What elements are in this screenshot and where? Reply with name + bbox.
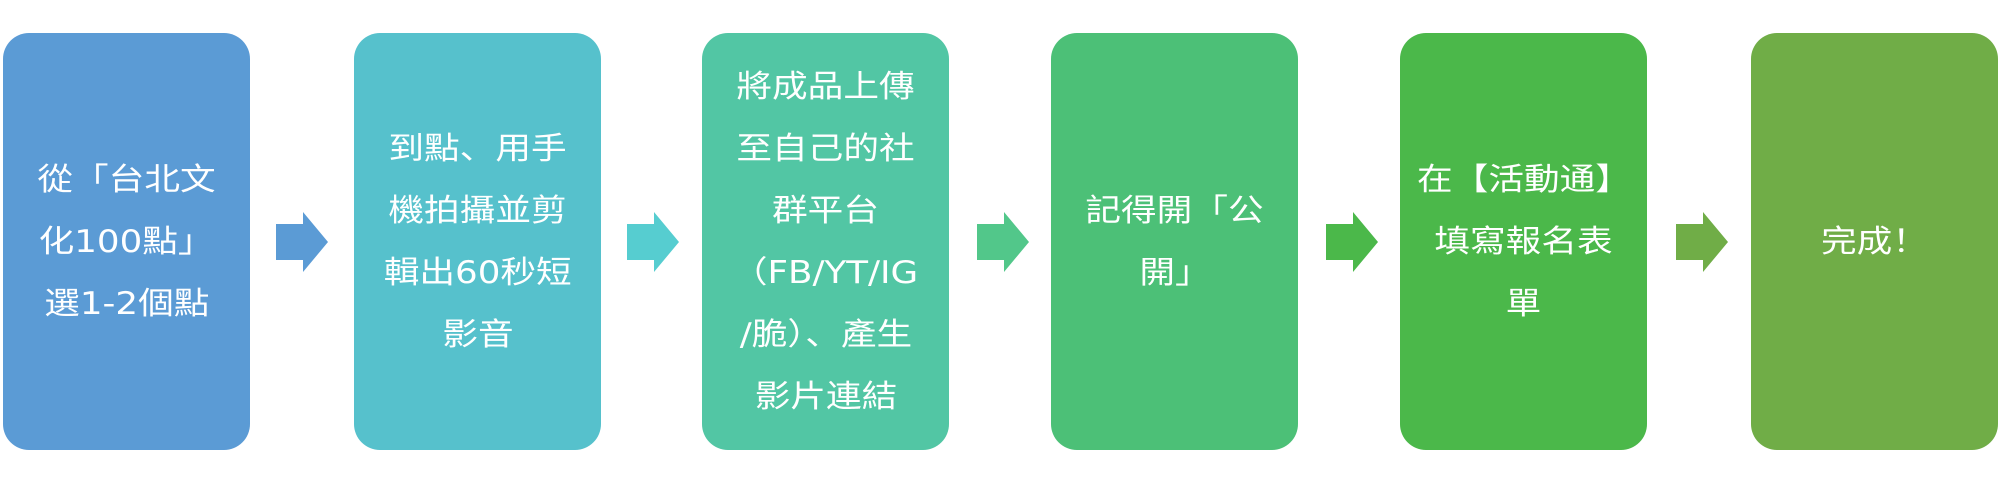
arrow-right-icon	[977, 212, 1029, 272]
step-text-line: 輯出60秒短	[383, 254, 572, 291]
step-text-line: 影音	[441, 316, 514, 353]
step-text-line: 將成品上傳	[736, 68, 915, 105]
step-text-line: 化100點」	[38, 223, 214, 260]
arrow-right-icon	[1676, 212, 1728, 272]
step-text-line: /脆）、產生	[739, 316, 912, 353]
step-text-line: 完成！	[1821, 223, 1928, 260]
step-box-3: 將成品上傳至自己的社群平台 （FB/YT/IG/脆）、產生影片連結	[702, 33, 949, 450]
step-text-line: 填寫報名表	[1434, 223, 1613, 260]
arrow-right-icon	[627, 212, 679, 272]
step-text-line: 至自己的社	[736, 130, 915, 167]
step-text-line: 從「台北文	[37, 161, 216, 198]
step-text-line: 機拍攝並剪	[388, 192, 567, 229]
step-text-line: 影片連結	[754, 378, 897, 415]
step-text-line: （FB/YT/IG	[732, 254, 919, 291]
step-text-line: 群平台	[772, 192, 879, 229]
step-box-6: 完成！	[1751, 33, 1998, 450]
arrow-right-icon	[1326, 212, 1378, 272]
step-box-1: 從「台北文化100點」選1-2個點	[3, 33, 250, 450]
step-text-line: 開」	[1138, 254, 1211, 291]
step-text-line: 在【活動通】	[1416, 161, 1631, 198]
step-text-line: 選1-2個點	[43, 285, 210, 322]
step-box-4: 記得開「公開」	[1051, 33, 1298, 450]
step-box-5: 在【活動通】填寫報名表單	[1400, 33, 1647, 450]
step-text-line: 記得開「公	[1085, 192, 1264, 229]
arrow-right-icon	[276, 212, 328, 272]
step-box-2: 到點、用手機拍攝並剪輯出60秒短影音	[354, 33, 601, 450]
step-text-line: 單	[1505, 285, 1542, 322]
step-text-line: 到點、用手	[388, 130, 567, 167]
